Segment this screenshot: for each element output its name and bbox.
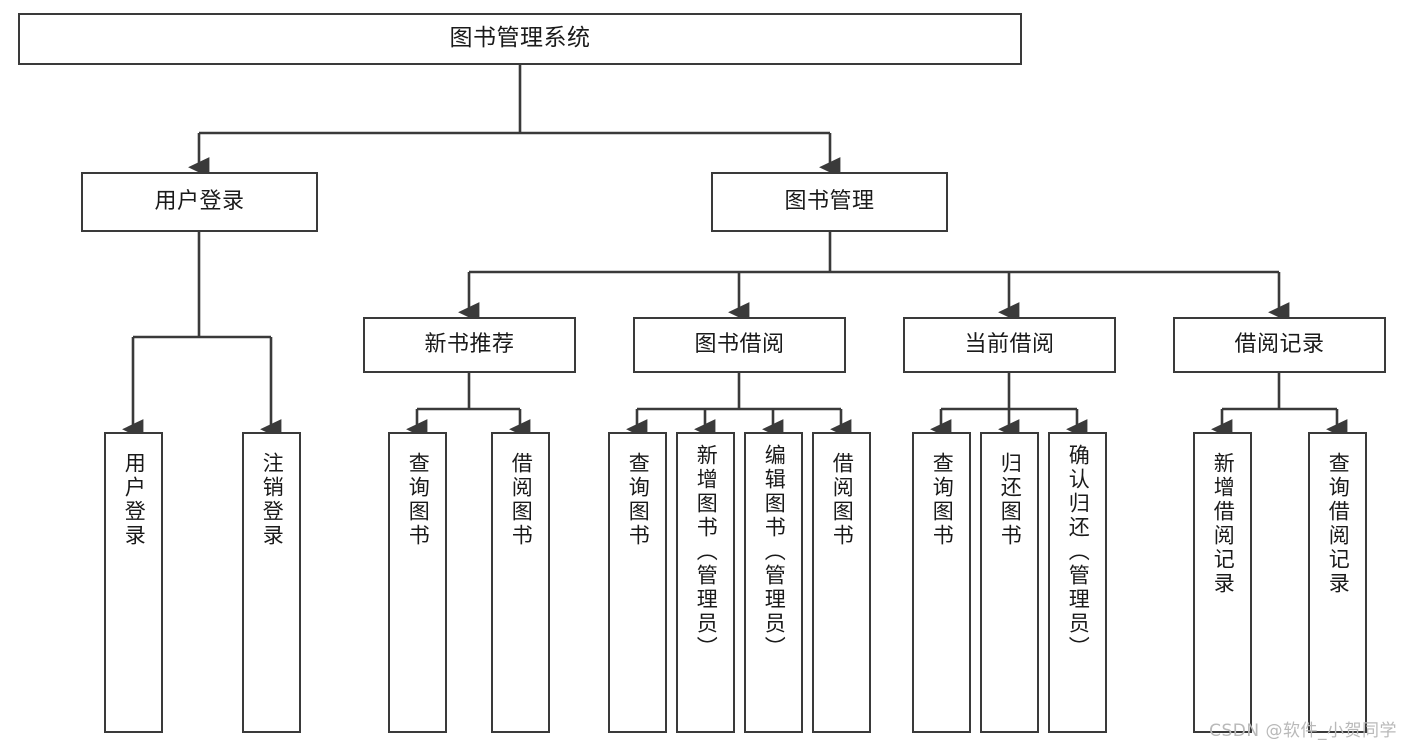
node-user-login[interactable]: 用户登录 <box>81 172 318 232</box>
leaf-edit-book-admin[interactable]: 编辑图书（管理员） <box>744 432 803 733</box>
node-label: 新增借阅记录 <box>1211 452 1236 596</box>
node-label: 图书管理 <box>784 189 875 215</box>
leaf-query-book-borrow[interactable]: 查询图书 <box>608 432 667 733</box>
node-label: 用户登录 <box>122 452 147 548</box>
leaf-query-borrow-record[interactable]: 查询借阅记录 <box>1308 432 1367 733</box>
node-new-book-recommendation[interactable]: 新书推荐 <box>363 317 576 373</box>
node-label: 借阅图书 <box>509 452 534 548</box>
leaf-return-book[interactable]: 归还图书 <box>980 432 1039 733</box>
node-current-borrow[interactable]: 当前借阅 <box>903 317 1116 373</box>
node-label: 借阅记录 <box>1234 332 1325 358</box>
node-label: 用户登录 <box>154 189 245 215</box>
node-label: 查询图书 <box>626 452 651 548</box>
node-label: 图书管理系统 <box>449 25 591 52</box>
leaf-add-book-admin[interactable]: 新增图书（管理员） <box>676 432 735 733</box>
node-label: 新书推荐 <box>424 332 515 358</box>
node-label: 新增图书（管理员） <box>694 444 719 660</box>
node-label: 查询图书 <box>406 452 431 548</box>
node-label: 归还图书 <box>998 452 1023 548</box>
node-root-book-management-system[interactable]: 图书管理系统 <box>18 13 1022 65</box>
leaf-add-borrow-record[interactable]: 新增借阅记录 <box>1193 432 1252 733</box>
leaf-user-login[interactable]: 用户登录 <box>104 432 163 733</box>
leaf-query-book-current[interactable]: 查询图书 <box>912 432 971 733</box>
node-label: 注销登录 <box>260 452 285 548</box>
node-label: 确认归还（管理员） <box>1066 444 1091 660</box>
csdn-watermark: CSDN @软件_小贺同学 <box>1209 721 1397 741</box>
node-label: 当前借阅 <box>964 332 1055 358</box>
leaf-confirm-return-admin[interactable]: 确认归还（管理员） <box>1048 432 1107 733</box>
leaf-borrow-book-recommendation[interactable]: 借阅图书 <box>491 432 550 733</box>
node-label: 图书借阅 <box>694 332 785 358</box>
node-borrow-record[interactable]: 借阅记录 <box>1173 317 1386 373</box>
node-label: 借阅图书 <box>830 452 855 548</box>
node-label: 编辑图书（管理员） <box>762 444 787 660</box>
node-label: 查询图书 <box>930 452 955 548</box>
node-book-management[interactable]: 图书管理 <box>711 172 948 232</box>
node-label: 查询借阅记录 <box>1326 452 1351 596</box>
leaf-logout-login[interactable]: 注销登录 <box>242 432 301 733</box>
leaf-borrow-book-borrow[interactable]: 借阅图书 <box>812 432 871 733</box>
node-book-borrow[interactable]: 图书借阅 <box>633 317 846 373</box>
leaf-query-book-recommendation[interactable]: 查询图书 <box>388 432 447 733</box>
